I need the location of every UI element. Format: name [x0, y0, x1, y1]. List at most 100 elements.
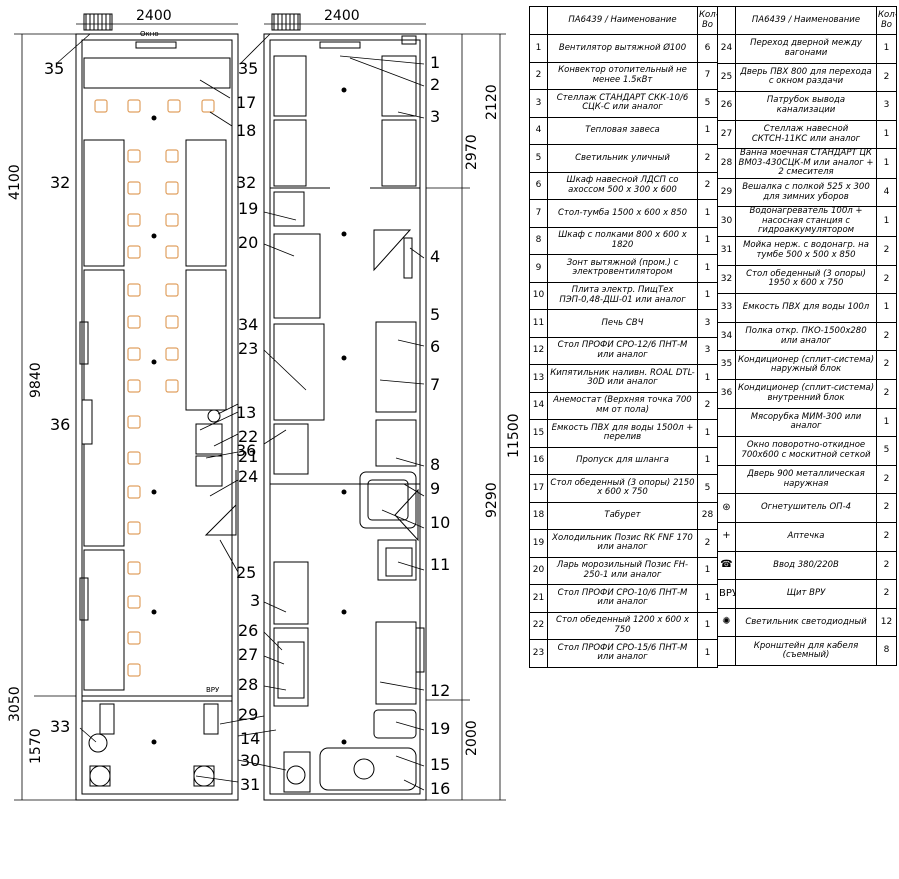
- legend-row: Кронштейн для кабеля (съемный)8: [717, 636, 897, 666]
- legend-row-no: 31: [717, 235, 736, 266]
- legend-row-qty: 1: [876, 148, 897, 179]
- svg-text:7: 7: [430, 375, 440, 394]
- legend-row-name: Ввод 380/220В: [735, 550, 877, 581]
- legend-row-no: 13: [529, 364, 548, 393]
- legend-row-no: 12: [529, 336, 548, 365]
- legend-row-qty: 1: [697, 419, 718, 448]
- legend-row-qty: 2: [876, 550, 897, 581]
- dimension-lines: [14, 23, 506, 801]
- right-lamps: [341, 87, 347, 745]
- dim-left-lower2: 1570: [28, 728, 44, 764]
- legend-row-name: Кипятильник наливн. ROAL DTL-30D или ана…: [547, 364, 698, 393]
- svg-text:20: 20: [238, 233, 258, 252]
- legend-row-no: [717, 464, 736, 495]
- svg-text:5: 5: [430, 305, 440, 324]
- svg-text:14: 14: [240, 729, 260, 748]
- svg-text:10: 10: [430, 513, 450, 532]
- legend-row-name: Зонт вытяжной (пром.) с электровентилято…: [547, 254, 698, 283]
- svg-text:34: 34: [238, 315, 258, 334]
- right-module: [263, 13, 427, 801]
- legend-row-name: Стол обеденный 1200 х 600 х 750: [547, 611, 698, 640]
- legend-row-qty: 4: [876, 177, 897, 208]
- legend-row-name: Шкаф с полками 800 х 600 х 1820: [547, 226, 698, 255]
- legend-row-no: ВРУ: [717, 579, 736, 609]
- legend-row-qty: 7: [697, 61, 718, 90]
- legend-row-no: 16: [529, 446, 548, 475]
- legend-row-name: Стол обеденный (3 опоры) 2150 х 600 х 75…: [547, 474, 698, 503]
- legend-row-no: 18: [529, 501, 548, 530]
- window-top-left: Окно: [140, 30, 159, 38]
- legend-row-qty: 3: [697, 309, 718, 338]
- legend-row-no: 9: [529, 254, 548, 283]
- legend-row-qty: 2: [876, 493, 897, 523]
- legend-row-no: 24: [717, 34, 736, 64]
- svg-text:4: 4: [430, 247, 440, 266]
- dim-right-upper1: 2120: [484, 84, 500, 120]
- legend-row-name: Патрубок вывода канализации: [735, 91, 877, 121]
- legend-row-name: Плита электр. ПищТех ПЭП-0,48-ДШ-01 или …: [547, 281, 698, 310]
- legend-row-no: 6: [529, 171, 548, 200]
- dim-left-upper: 4100: [7, 164, 23, 200]
- legend-row-name: Полка откр. ПКО-1500х280 или аналог: [735, 321, 877, 352]
- legend-row-name: Мойка нерж. с водонагр. на тумбе 500 х 5…: [735, 235, 877, 266]
- svg-text:6: 6: [430, 337, 440, 356]
- legend-row-qty: 2: [876, 235, 897, 266]
- legend-row-no: 28: [717, 148, 736, 179]
- legend-row-qty: 1: [697, 639, 718, 668]
- first-aid-icon: +: [722, 530, 731, 542]
- legend-row-name: Светильник светодиодный: [735, 607, 877, 638]
- legend-row-qty: 2: [876, 579, 897, 609]
- legend-row-qty: 1: [876, 34, 897, 64]
- svg-text:16: 16: [430, 779, 450, 798]
- dim-right-lower2: 2000: [464, 720, 480, 756]
- svg-text:28: 28: [238, 675, 258, 694]
- legend-row-no: 20: [529, 556, 548, 585]
- dim-total-length: 9840: [28, 362, 44, 398]
- legend-header-qty: Кол-Во: [697, 6, 718, 35]
- legend-row-no: 23: [529, 639, 548, 668]
- legend-row-name: Емкость ПВХ для воды 100л: [735, 293, 877, 323]
- legend-row-qty: 2: [876, 378, 897, 409]
- dim-left-lower1: 3050: [7, 686, 23, 722]
- led-lamp-icon: ✺: [722, 616, 731, 628]
- legend-row-qty: 1: [697, 116, 718, 145]
- legend-row-no: 29: [717, 177, 736, 208]
- legend-row-no: 7: [529, 199, 548, 228]
- legend-row-no: 21: [529, 584, 548, 613]
- svg-text:2: 2: [430, 75, 440, 94]
- legend-row-qty: 1: [697, 556, 718, 585]
- left-stools: [94, 99, 215, 677]
- legend-row-name: Переход дверной между вагонами: [735, 34, 877, 64]
- legend-row-name: Стол ПРОФИ СРО-15/6 ПНТ-М или аналог: [547, 639, 698, 668]
- svg-text:17: 17: [236, 93, 256, 112]
- dim-right-upper2: 2970: [464, 134, 480, 170]
- legend-row-no: 4: [529, 116, 548, 145]
- legend-row-name: Пропуск для шланга: [547, 446, 698, 475]
- legend-row-qty: 2: [876, 350, 897, 380]
- legend-row-no: 32: [717, 264, 736, 295]
- legend-row-qty: 1: [697, 254, 718, 283]
- legend-row-qty: 1: [876, 206, 897, 237]
- socket-icon: ☎: [720, 559, 733, 571]
- dim-top-right: 2400: [324, 8, 360, 24]
- legend-row-qty: 8: [876, 636, 897, 666]
- legend-row-no: [717, 436, 736, 466]
- legend-row-name: Мясорубка МИМ-300 или аналог: [735, 407, 877, 438]
- left-conditioners: [88, 409, 221, 787]
- legend-row-qty: 2: [697, 391, 718, 420]
- legend-header-no: [529, 6, 548, 35]
- legend-row-name: Стеллаж СТАНДАРТ СКК-10/6 СЦК-С или анал…: [547, 89, 698, 118]
